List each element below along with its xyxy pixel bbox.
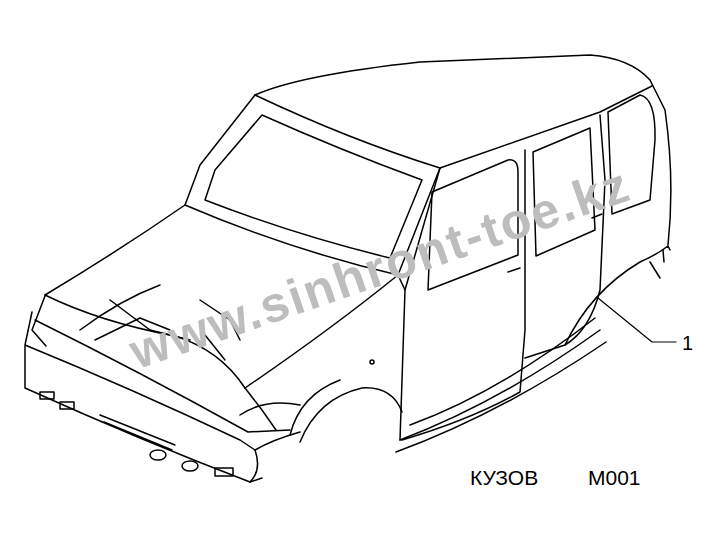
catalog-code: M001 xyxy=(588,467,641,488)
caption-text: КУЗОВ xyxy=(470,467,538,488)
callout-number: 1 xyxy=(682,333,693,353)
